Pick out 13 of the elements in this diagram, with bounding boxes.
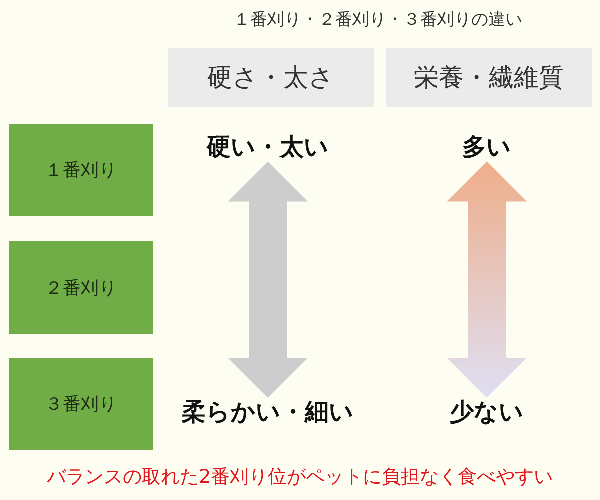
row-header: ３番刈り	[9, 358, 153, 450]
scale-label: 柔らかい・細い	[182, 398, 354, 427]
double-arrow	[228, 162, 308, 398]
column-header: 硬さ・太さ	[168, 48, 374, 107]
row-header: １番刈り	[9, 124, 153, 216]
title: １番刈り・２番刈り・３番刈りの違い	[234, 10, 522, 30]
double-arrow	[447, 162, 527, 398]
scale-label: 多い	[462, 133, 512, 162]
row-header: ２番刈り	[9, 241, 153, 334]
column-header: 栄養・繊維質	[386, 48, 592, 107]
scale-label: 硬い・太い	[207, 133, 329, 162]
caption: バランスの取れた2番刈り位がペットに負担なく食べやすい	[46, 466, 554, 489]
scale-label: 少ない	[450, 398, 524, 427]
